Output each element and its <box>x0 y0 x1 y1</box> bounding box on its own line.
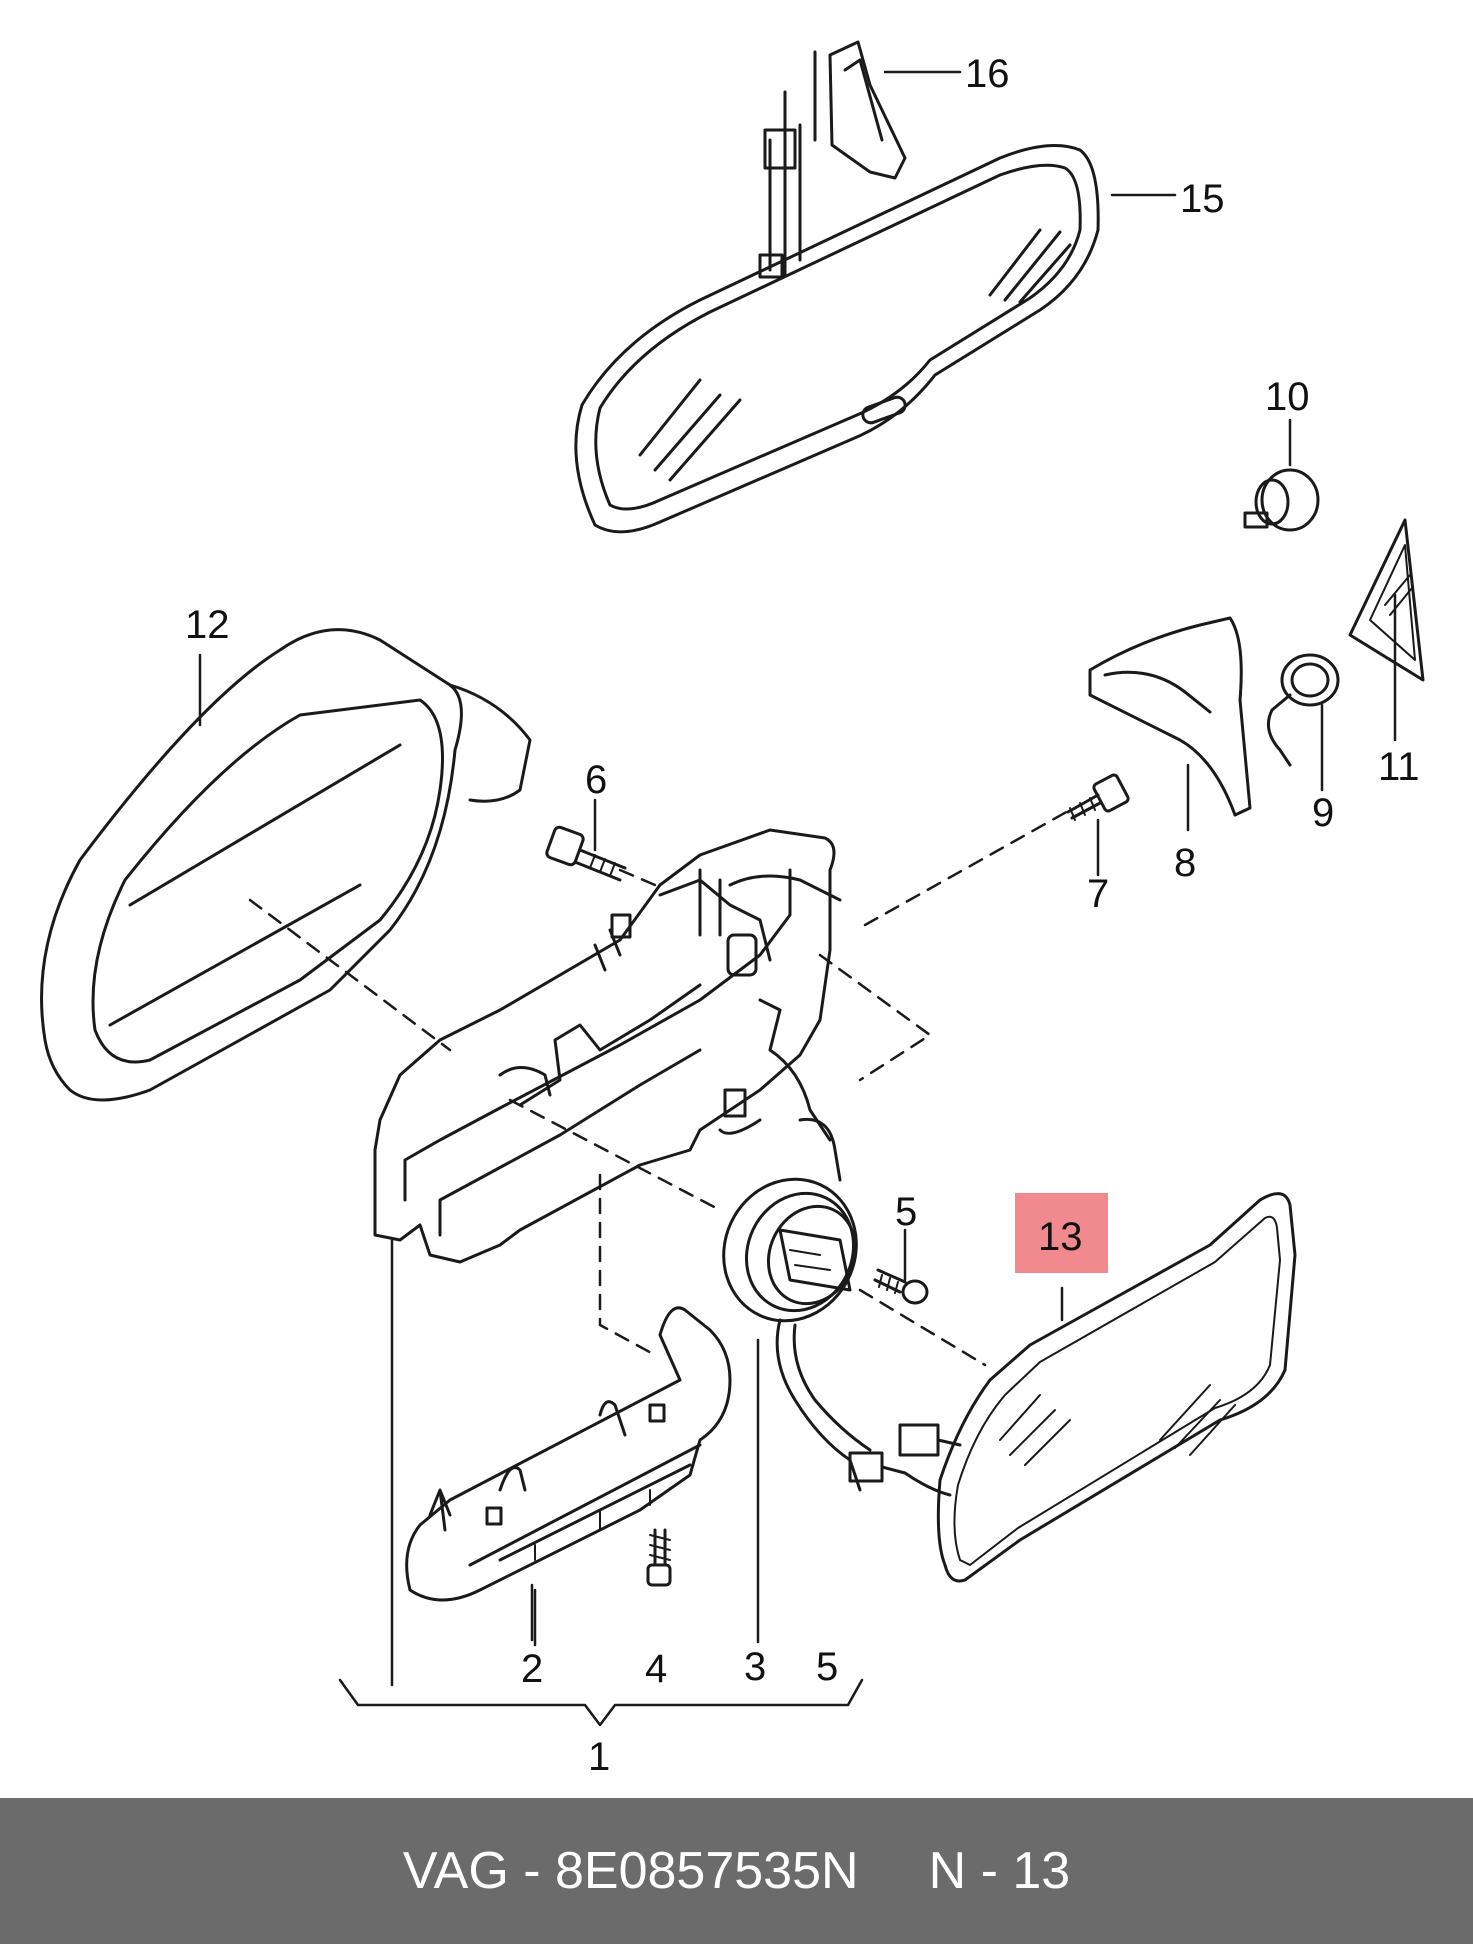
part-12-mirror-cap <box>40 628 532 1102</box>
part-11-triangle-lens <box>1348 518 1425 682</box>
callout-1: 1 <box>588 1735 610 1779</box>
callout-5-lower: 5 <box>816 1645 838 1689</box>
part-5-screw <box>873 1268 929 1305</box>
wire-connectors <box>848 1423 962 1497</box>
callout-9: 9 <box>1312 791 1334 835</box>
callout-13: 13 <box>1038 1215 1083 1259</box>
exploded-parts-diagram: 16 15 10 12 6 11 9 8 7 5 13 2 4 3 5 1 <box>40 40 1425 1779</box>
footer-bar: VAG - 8E0857535N N - 13 <box>0 1798 1473 1944</box>
part-3-adjuster-motor <box>722 1177 872 1492</box>
callout-10: 10 <box>1265 375 1310 419</box>
callout-5-upper: 5 <box>895 1190 917 1234</box>
footer-part-number: VAG - 8E0857535N <box>402 1842 859 1900</box>
callout-2: 2 <box>521 1647 543 1691</box>
part-10-round-cap <box>1243 468 1320 532</box>
part-16-mount-bracket <box>758 40 907 279</box>
callout-11: 11 <box>1378 745 1420 789</box>
callout-15: 15 <box>1180 177 1225 221</box>
callout-6: 6 <box>585 758 607 802</box>
part-8-signal-housing <box>1088 616 1252 817</box>
callout-4: 4 <box>645 1647 667 1691</box>
callout-8: 8 <box>1174 841 1196 885</box>
callout-labels: 16 15 10 12 6 11 9 8 7 5 13 2 4 3 5 1 <box>185 52 1420 1779</box>
callout-3: 3 <box>744 1645 766 1689</box>
part-7-screw <box>1066 773 1130 821</box>
part-13-mirror-glass <box>936 1192 1297 1583</box>
highlight-box-13 <box>1015 1193 1108 1273</box>
footer-diagram-ref: N - 13 <box>928 1842 1071 1900</box>
assembly-lines <box>248 808 1072 1367</box>
part-1-mirror-frame <box>373 828 842 1264</box>
part-2-lower-cover <box>405 1306 732 1602</box>
callout-12: 12 <box>185 603 230 647</box>
part-4-bolt <box>646 1528 672 1587</box>
part-15-interior-mirror <box>574 144 1100 534</box>
callout-16: 16 <box>965 52 1010 96</box>
leader-lines <box>198 70 1397 1727</box>
part-9-lamp-socket <box>1266 653 1340 767</box>
part-6-bolt <box>545 825 627 882</box>
callout-7: 7 <box>1087 872 1109 916</box>
